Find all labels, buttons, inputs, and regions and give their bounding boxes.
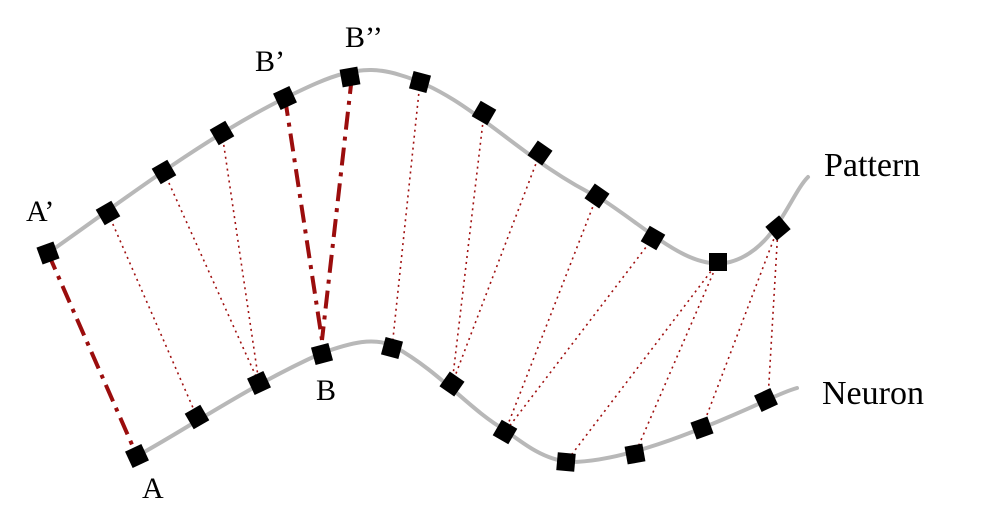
node-a — [125, 444, 149, 468]
dotted-link — [451, 152, 541, 385]
dotted-links — [107, 81, 779, 463]
dotted-link — [221, 132, 260, 384]
b-double-prime-label: B’’ — [345, 21, 383, 54]
pattern-node — [709, 253, 727, 271]
neuron-node — [247, 371, 271, 395]
b-prime-label: B’ — [255, 45, 285, 78]
dotted-link — [107, 212, 198, 418]
neuron-node — [690, 416, 714, 440]
pattern-node — [584, 183, 610, 209]
neuron-node — [492, 419, 518, 445]
neuron-nodes — [125, 336, 778, 472]
neuron-curve — [135, 339, 799, 465]
pattern-label: Pattern — [824, 147, 920, 184]
pattern-node — [640, 225, 666, 251]
dotted-link — [391, 81, 421, 349]
neuron-node — [380, 336, 404, 360]
pattern-node — [209, 120, 235, 146]
node-b — [310, 342, 334, 366]
pattern-node — [471, 100, 497, 126]
pattern-node — [765, 215, 791, 241]
dashdot-link-b-double-prime — [320, 75, 354, 341]
node-b-prime — [273, 86, 297, 110]
a-prime-label: A’ — [26, 195, 54, 228]
pattern-node — [527, 140, 553, 166]
node-a-prime — [36, 241, 60, 265]
pattern-node — [408, 70, 432, 94]
dotted-link — [504, 237, 654, 433]
neuron-node — [624, 443, 646, 465]
pattern-nodes — [36, 66, 791, 271]
neuron-label: Neuron — [822, 375, 924, 412]
b-label: B — [316, 374, 336, 407]
dotted-link — [504, 195, 598, 433]
neuron-node — [184, 404, 210, 430]
dashdot-link-a — [46, 252, 139, 457]
dotted-link — [451, 112, 485, 385]
a-label: A — [142, 472, 164, 505]
dotted-link — [163, 171, 260, 384]
neuron-node — [556, 452, 576, 472]
neuron-node — [439, 371, 465, 397]
neuron-node — [754, 388, 778, 412]
pattern-node — [95, 200, 121, 226]
dashdot-link-b-prime — [283, 97, 324, 341]
pattern-node — [151, 159, 177, 185]
dotted-link — [634, 261, 719, 455]
labels: Pattern Neuron A’ B’ B’’ A B — [26, 21, 924, 505]
node-b-double-prime — [339, 66, 361, 88]
dashdot-links — [46, 75, 354, 457]
dotted-link — [767, 227, 779, 400]
